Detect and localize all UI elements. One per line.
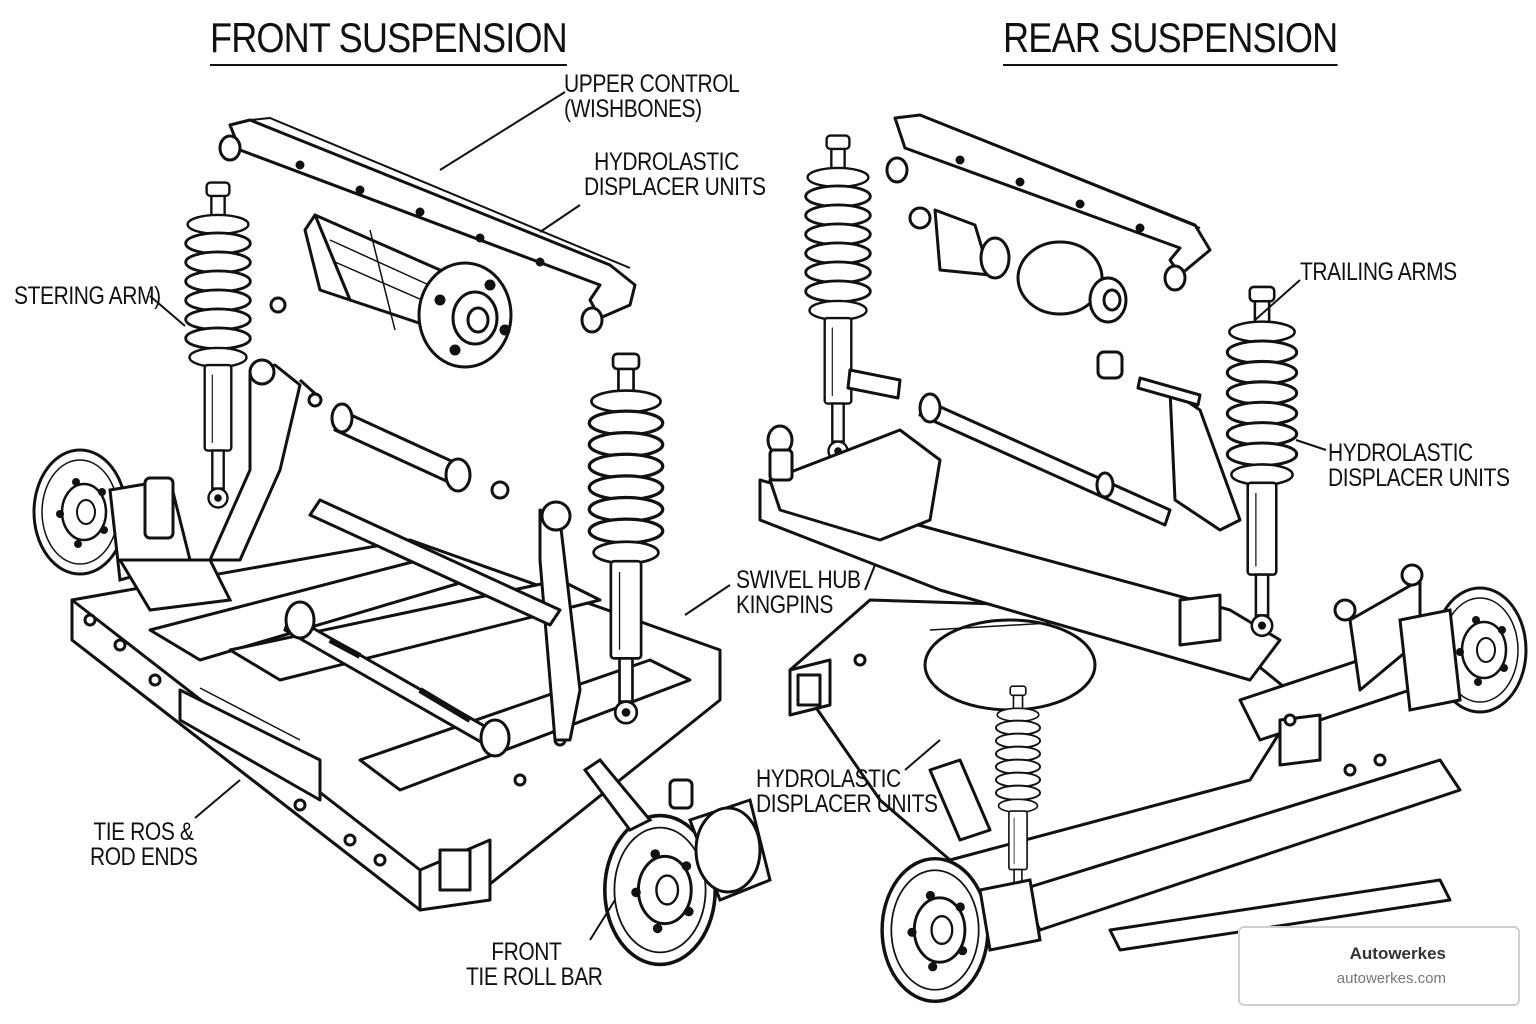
rear-hub-assemblies [978,563,1462,952]
brand-name: Autowerkes [1349,944,1446,963]
callout-lines [149,91,1327,941]
front-displacer-unit [269,213,513,369]
front-suspension-title: FRONT SUSPENSION [210,14,568,66]
rear-upper-bar [885,113,1212,292]
label-tie-ros: TIE ROS &ROD ENDS [90,818,198,871]
rear-subframe [758,478,1462,952]
label-stering-arm: STERING ARM) [14,282,161,310]
brand-badge[interactable]: Autowerkes autowerkes.com [1238,926,1520,1006]
front-steering-arm [208,358,582,742]
front-tie-rods [283,402,511,758]
front-upper-wishbone [218,117,637,334]
front-left-hub-assembly [108,476,233,612]
rear-displacer-parts [908,206,1128,380]
label-trailing-arms: TRAILING ARMS [1300,258,1457,286]
rear-trailing-arms [766,368,1422,842]
front-right-hub-assembly [582,758,772,902]
rear-suspension-title: REAR SUSPENSION [1003,14,1338,66]
label-upper-control: UPPER CONTROL(WISHBONES) [564,70,740,123]
brand-url[interactable]: autowerkes.com [1336,970,1446,987]
